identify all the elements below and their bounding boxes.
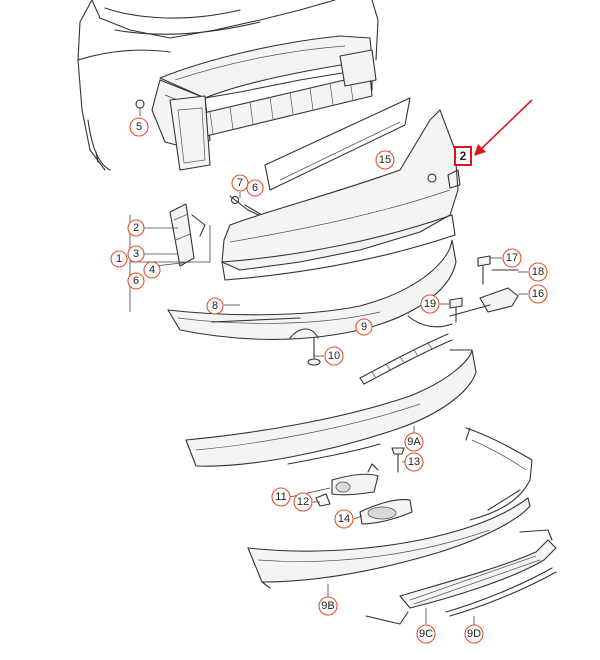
callout-16[interactable]: 16	[528, 284, 548, 304]
screw-10	[307, 337, 321, 366]
bumper-cover-upper	[221, 97, 461, 281]
svg-text:9C: 9C	[419, 628, 433, 640]
callout-9[interactable]: 9	[355, 318, 373, 336]
svg-text:9D: 9D	[467, 628, 481, 640]
diffuser-9a	[185, 349, 477, 467]
lower-trim-9b	[247, 497, 531, 589]
screw-13	[391, 447, 405, 473]
svg-text:10: 10	[328, 350, 340, 362]
svg-text:7: 7	[237, 177, 243, 189]
svg-text:11: 11	[275, 491, 286, 503]
svg-text:2: 2	[460, 149, 467, 163]
callout-18[interactable]: 18	[528, 262, 548, 282]
callout-15[interactable]: 15	[375, 150, 395, 170]
svg-text:19: 19	[424, 298, 436, 310]
callout-8[interactable]: 8	[206, 297, 224, 315]
svg-text:6: 6	[252, 182, 258, 194]
svg-text:1: 1	[116, 253, 122, 265]
svg-text:8: 8	[212, 300, 218, 312]
callout-7[interactable]: 7	[231, 174, 249, 192]
sensor-strip	[359, 315, 453, 385]
callout-6-top[interactable]: 6	[246, 179, 264, 197]
callout-11[interactable]: 11	[271, 487, 291, 507]
svg-text:16: 16	[532, 288, 544, 300]
callout-10[interactable]: 10	[324, 346, 344, 366]
svg-text:6: 6	[133, 275, 139, 287]
callout-12[interactable]: 12	[293, 492, 313, 512]
callout-9a[interactable]: 9A	[404, 432, 424, 452]
bumper-part-right	[465, 427, 533, 521]
svg-text:4: 4	[149, 264, 155, 276]
svg-text:9: 9	[361, 321, 367, 333]
callout-1[interactable]: 1	[110, 250, 128, 268]
callout-9b[interactable]: 9B	[318, 596, 338, 616]
callout-3[interactable]: 3	[127, 245, 145, 263]
callout-5[interactable]: 5	[129, 117, 149, 137]
callout-9d[interactable]: 9D	[464, 624, 484, 644]
svg-text:3: 3	[133, 248, 139, 260]
bracket-16-19	[449, 255, 519, 323]
svg-text:9A: 9A	[407, 436, 421, 448]
strip-9d	[445, 567, 557, 617]
svg-text:13: 13	[408, 456, 420, 468]
callout-9c[interactable]: 9C	[416, 624, 436, 644]
callout-13[interactable]: 13	[404, 452, 424, 472]
diffuser-insert-9c	[365, 529, 557, 625]
car-body-rear	[77, 0, 379, 219]
callout-2-left[interactable]: 2	[127, 219, 145, 237]
callout-2-highlighted[interactable]: 2	[454, 146, 472, 166]
svg-text:12: 12	[297, 496, 309, 508]
callout-4[interactable]: 4	[143, 261, 161, 279]
svg-text:15: 15	[379, 154, 391, 166]
callout-6-left[interactable]: 6	[127, 272, 145, 290]
svg-text:14: 14	[338, 513, 350, 525]
svg-text:17: 17	[506, 252, 518, 264]
highlight-arrow	[474, 99, 533, 156]
svg-text:5: 5	[136, 121, 142, 133]
callout-14[interactable]: 14	[334, 509, 354, 529]
svg-text:9B: 9B	[321, 600, 334, 612]
callout-19[interactable]: 19	[420, 294, 440, 314]
bumper-lower-9	[167, 239, 457, 340]
callout-17[interactable]: 17	[502, 248, 522, 268]
svg-text:18: 18	[532, 266, 544, 278]
svg-text:2: 2	[133, 222, 139, 234]
trim-14	[359, 499, 413, 525]
exhaust-tip-11	[315, 463, 379, 507]
